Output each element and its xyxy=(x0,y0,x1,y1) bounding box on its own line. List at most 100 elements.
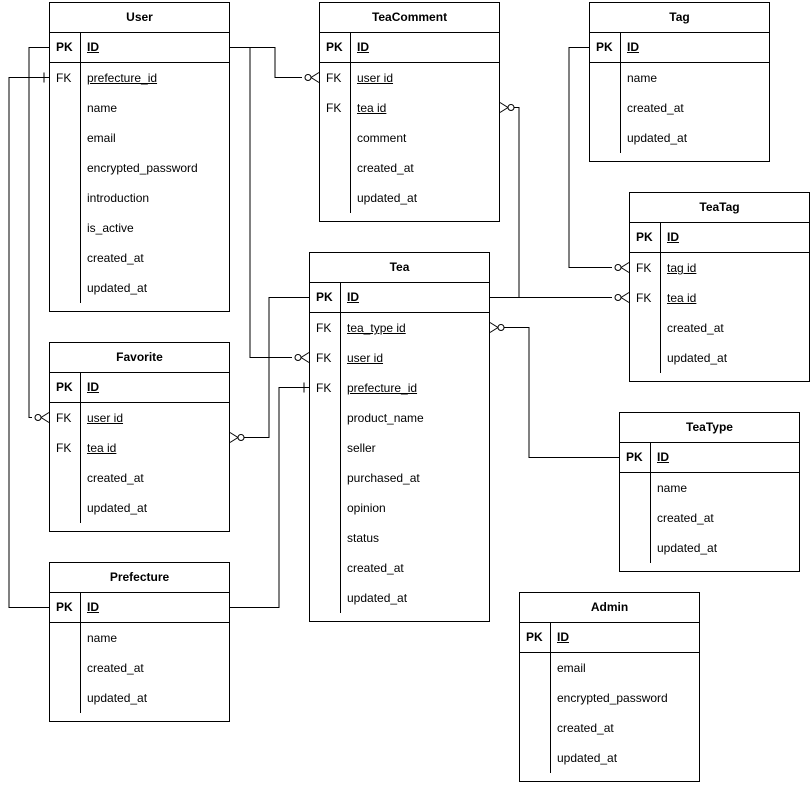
field-row: created_at xyxy=(590,93,769,123)
field-name: status xyxy=(347,531,380,545)
field-row: introduction xyxy=(50,183,229,213)
entity-title: Tag xyxy=(590,3,769,33)
field-row: created_at xyxy=(310,553,489,583)
key-label: FK xyxy=(316,321,332,335)
link-tea-teacomment xyxy=(490,107,520,298)
field-name: name xyxy=(87,631,118,645)
key-label: PK xyxy=(596,40,613,54)
primary-key-row: PK ID xyxy=(590,33,769,63)
field-row: is_active xyxy=(50,213,229,243)
field-name: created_at xyxy=(357,161,414,175)
link-user-tea-crowfoot xyxy=(300,352,310,363)
link-tea-teatag-zero-marker xyxy=(614,294,622,301)
field-row: updated_at xyxy=(50,683,229,713)
field-name: prefecture_id xyxy=(87,71,158,85)
field-row: updated_at xyxy=(520,743,699,773)
field-name: name xyxy=(87,101,118,115)
field-name: product_name xyxy=(347,411,424,425)
field-row: FK prefecture_id xyxy=(50,63,229,93)
field-row: FK user id xyxy=(310,343,489,373)
field-name: created_at xyxy=(87,251,144,265)
key-label: FK xyxy=(316,351,332,365)
field-name: email xyxy=(87,131,116,145)
link-user-teacomment-zero-marker xyxy=(304,74,312,81)
field-name: encrypted_password xyxy=(87,161,198,175)
field-name: tag id xyxy=(667,261,697,275)
field-row: encrypted_password xyxy=(50,153,229,183)
key-label: PK xyxy=(636,230,653,244)
link-tea-teacomment-crowfoot xyxy=(499,102,509,113)
field-name: user id xyxy=(87,411,124,425)
link-user-favorite-zero-marker xyxy=(34,414,42,421)
field-row: product_name xyxy=(310,403,489,433)
field-name: tea id xyxy=(87,441,117,455)
field-row: updated_at xyxy=(620,533,799,563)
link-tea-favorite-zero-marker xyxy=(237,434,245,441)
key-label: PK xyxy=(56,600,73,614)
field-row: comment xyxy=(320,123,499,153)
field-name: created_at xyxy=(667,321,724,335)
entity-title: TeaTag xyxy=(630,193,809,223)
field-name: created_at xyxy=(87,471,144,485)
field-name: ID xyxy=(657,450,669,464)
entity-title: TeaType xyxy=(620,413,799,443)
link-teatype-tea xyxy=(504,327,619,458)
field-row: email xyxy=(50,123,229,153)
link-tea-teatag-crowfoot xyxy=(620,292,630,303)
field-row: name xyxy=(590,63,769,93)
field-name: updated_at xyxy=(87,501,148,515)
key-label: FK xyxy=(56,71,72,85)
field-name: user id xyxy=(357,71,394,85)
field-name: tea id xyxy=(357,101,387,115)
field-name: encrypted_password xyxy=(557,691,668,705)
field-name: purchased_at xyxy=(347,471,420,485)
field-row: updated_at xyxy=(50,493,229,523)
field-name: ID xyxy=(357,40,369,54)
key-label: FK xyxy=(636,261,652,275)
field-name: updated_at xyxy=(657,541,718,555)
field-name: created_at xyxy=(657,511,714,525)
field-row: FK user id xyxy=(320,63,499,93)
link-tea-favorite-crowfoot xyxy=(229,432,239,443)
field-name: updated_at xyxy=(87,281,148,295)
entity-title: Admin xyxy=(520,593,699,623)
link-prefecture-user xyxy=(8,77,49,608)
key-label: FK xyxy=(326,71,342,85)
field-name: prefecture_id xyxy=(347,381,418,395)
field-name: introduction xyxy=(87,191,150,205)
field-name: ID xyxy=(627,40,639,54)
field-name: updated_at xyxy=(667,351,728,365)
field-row: name xyxy=(50,623,229,653)
field-row: opinion xyxy=(310,493,489,523)
field-row: updated_at xyxy=(590,123,769,153)
field-name: seller xyxy=(347,441,376,455)
field-name: user id xyxy=(347,351,384,365)
field-row: name xyxy=(50,93,229,123)
field-row: email xyxy=(520,653,699,683)
field-row: updated_at xyxy=(310,583,489,613)
key-label: PK xyxy=(626,450,643,464)
key-label: FK xyxy=(636,291,652,305)
entity-title: Tea xyxy=(310,253,489,283)
field-name: ID xyxy=(87,380,99,394)
field-name: comment xyxy=(357,131,407,145)
link-tag-teatag xyxy=(568,47,612,268)
